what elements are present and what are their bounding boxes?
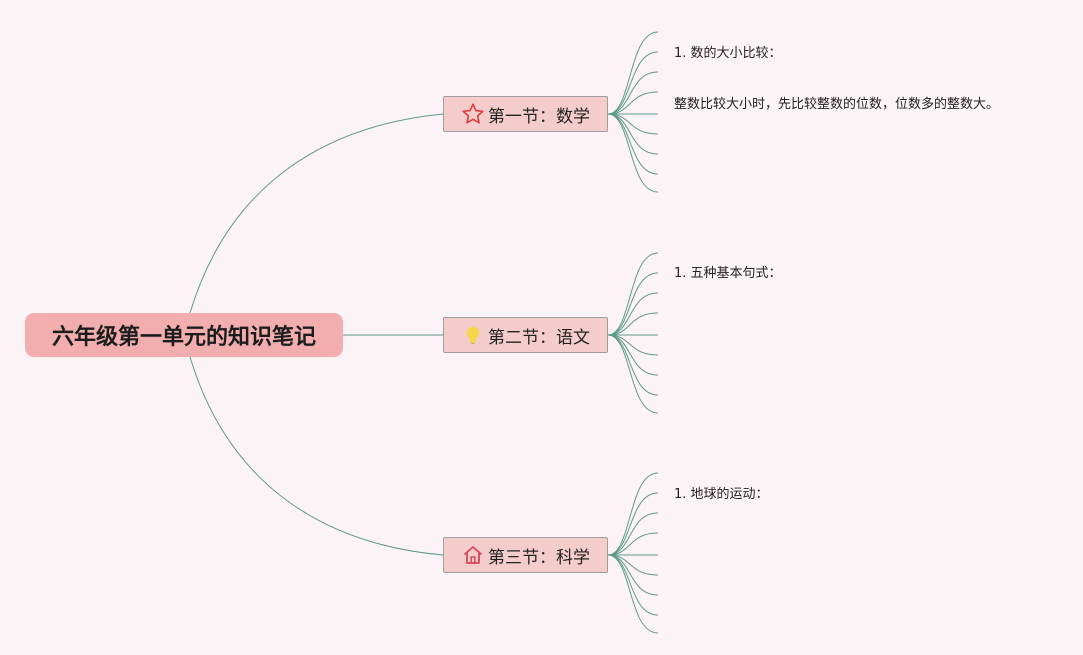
connector-branch-1-slot-3 [607,71,659,115]
branch-topic-chinese[interactable]: 第二节：语文 [443,317,608,353]
subtopic-math-1[interactable]: 1. 数的大小比较： [674,46,782,61]
connector-branch-2-slot-2 [607,272,659,336]
connector-branch-3-slot-1 [607,472,659,556]
connector-branch-2-slot-4 [607,312,659,336]
connector-branch-3-slot-7 [607,554,659,596]
connector-branch-3-slot-3 [607,512,659,556]
home-icon [461,543,485,567]
subtopic-chinese-1[interactable]: 1. 五种基本句式： [674,266,782,281]
lightbulb-icon [461,323,485,347]
subtopic-science-1[interactable]: 1. 地球的运动： [674,487,769,502]
connector-branch-2-slot-1 [607,252,659,336]
star-icon [461,102,485,126]
connector-branch-1-slot-2 [607,51,659,115]
connector-branch-3-slot-4 [607,532,659,556]
branch-topic-label: 第三节：科学 [488,547,590,568]
branch-topic-math[interactable]: 第一节：数学 [443,96,608,132]
connector-root-branch-1 [189,113,444,314]
connector-branch-2-slot-3 [607,292,659,336]
root-topic[interactable]: 六年级第一单元的知识笔记 [25,313,343,357]
connector-branch-2-slot-7 [607,334,659,376]
connector-branch-1-slot-1 [607,31,659,115]
connector-branch-1-slot-9 [607,113,659,193]
connector-branch-3-slot-9 [607,554,659,634]
connector-branch-1-slot-7 [607,113,659,155]
subtopic-math-2[interactable]: 整数比较大小时，先比较整数的位数，位数多的整数大。 [674,97,1000,112]
branch-topic-label: 第一节：数学 [488,106,590,127]
connector-branch-1-slot-8 [607,113,659,175]
root-topic-label: 六年级第一单元的知识笔记 [51,325,316,350]
connector-branch-2-slot-9 [607,334,659,414]
connector-branch-1-slot-4 [607,91,659,115]
connector-branch-3-slot-8 [607,554,659,616]
connector-branch-2-slot-8 [607,334,659,396]
connector-branch-3-slot-2 [607,492,659,556]
branch-topic-label: 第二节：语文 [488,327,590,348]
branch-topic-science[interactable]: 第三节：科学 [443,537,608,573]
connector-root-branch-3 [189,356,444,556]
